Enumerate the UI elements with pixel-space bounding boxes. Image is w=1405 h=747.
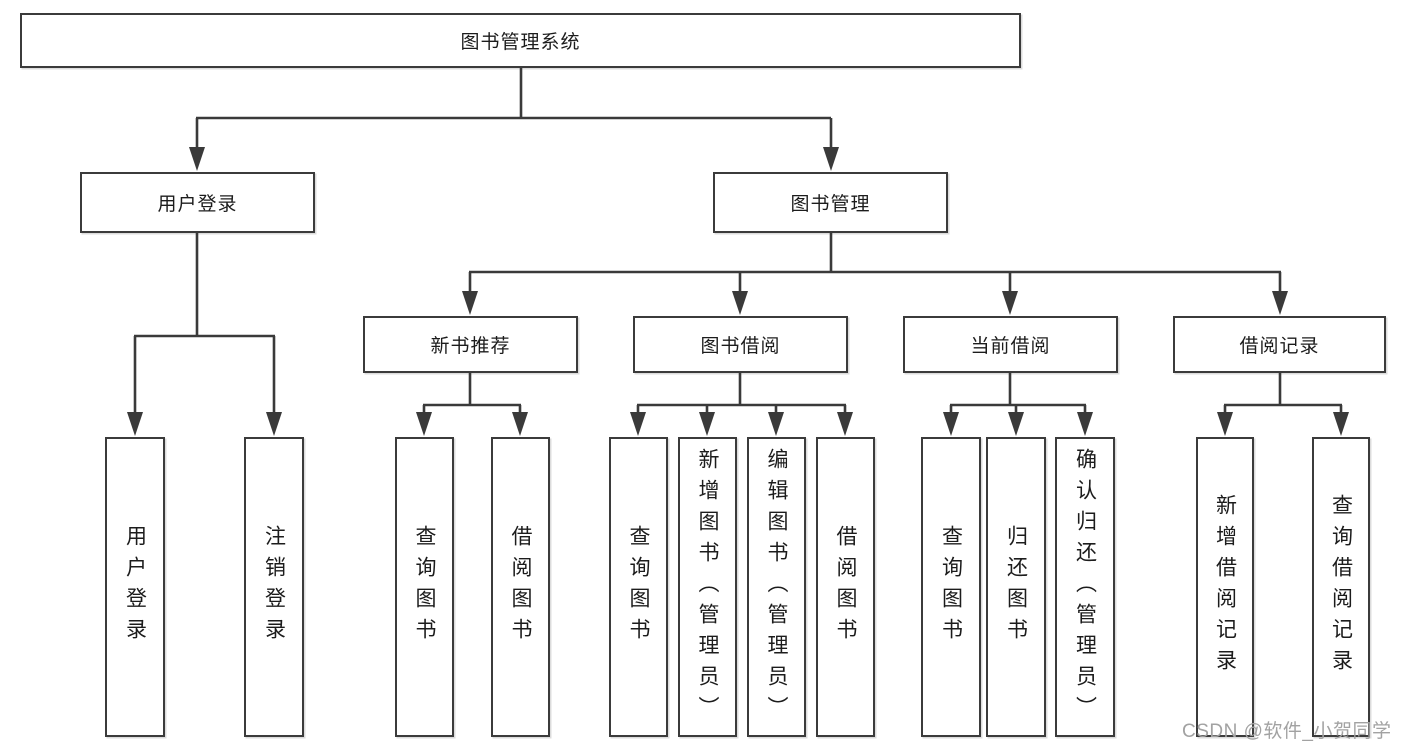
arrow-down-icon [1217, 412, 1233, 436]
leaf-confirm-return-admin: 确认归还（管理员） [1055, 437, 1115, 737]
arrow-down-icon [699, 412, 715, 436]
arrow-down-icon [837, 412, 853, 436]
arrow-down-icon [1077, 412, 1093, 436]
node-label: 注销登录 [262, 525, 286, 649]
node-label: 查询图书 [413, 525, 436, 649]
node-label: 编辑图书（管理员） [765, 447, 788, 727]
node-label: 借阅记录 [1239, 336, 1320, 357]
arrow-down-icon [630, 412, 646, 436]
node-label: 归还图书 [1004, 525, 1028, 649]
leaf-query-books: 查询图书 [609, 437, 668, 737]
node-label: 新书推荐 [430, 336, 511, 357]
node-label: 图书管理 [790, 194, 871, 215]
arrow-down-icon [462, 291, 478, 315]
leaf-add-books-admin: 新增图书（管理员） [678, 437, 737, 737]
node-label: 当前借阅 [970, 336, 1051, 357]
leaf-query-books: 查询图书 [395, 437, 454, 737]
arrow-down-icon [943, 412, 959, 436]
node-label: 借阅图书 [834, 525, 857, 649]
leaf-add-borrow-record: 新增借阅记录 [1196, 437, 1254, 737]
arrow-down-icon [512, 412, 528, 436]
arrow-down-icon [127, 412, 143, 436]
node-label: 查询图书 [627, 525, 650, 649]
arrow-down-icon [266, 412, 282, 436]
arrow-down-icon [1002, 291, 1018, 315]
arrow-down-icon [1272, 291, 1288, 315]
node-label: 查询图书 [939, 525, 963, 649]
node-library-management-system: 图书管理系统 [20, 13, 1021, 68]
node-new-book-recommend: 新书推荐 [363, 316, 578, 373]
node-label: 新增借阅记录 [1213, 494, 1237, 680]
leaf-borrow-books: 借阅图书 [491, 437, 550, 737]
node-label: 确认归还（管理员） [1073, 447, 1097, 727]
node-label: 查询借阅记录 [1329, 494, 1353, 680]
arrow-down-icon [732, 291, 748, 315]
arrow-down-icon [189, 147, 205, 171]
leaf-user-login: 用户登录 [105, 437, 165, 737]
leaf-return-books: 归还图书 [986, 437, 1046, 737]
node-current-borrow: 当前借阅 [903, 316, 1118, 373]
node-label: 借阅图书 [509, 525, 532, 649]
node-label: 图书管理系统 [460, 32, 581, 53]
leaf-logout: 注销登录 [244, 437, 304, 737]
leaf-borrow-books: 借阅图书 [816, 437, 875, 737]
node-book-management: 图书管理 [713, 172, 948, 233]
arrow-down-icon [823, 147, 839, 171]
arrow-down-icon [416, 412, 432, 436]
leaf-query-books: 查询图书 [921, 437, 981, 737]
node-label: 图书借阅 [700, 336, 781, 357]
arrow-down-icon [1333, 412, 1349, 436]
node-user-login: 用户登录 [80, 172, 315, 233]
leaf-query-borrow-record: 查询借阅记录 [1312, 437, 1370, 737]
node-book-borrow: 图书借阅 [633, 316, 848, 373]
arrow-down-icon [1008, 412, 1024, 436]
arrow-down-icon [768, 412, 784, 436]
node-label: 用户登录 [123, 525, 147, 649]
node-borrow-records: 借阅记录 [1173, 316, 1386, 373]
node-label: 用户登录 [157, 194, 238, 215]
csdn-watermark: CSDN @软件_小贺同学 [1182, 721, 1392, 742]
leaf-edit-books-admin: 编辑图书（管理员） [747, 437, 806, 737]
node-label: 新增图书（管理员） [696, 447, 719, 727]
